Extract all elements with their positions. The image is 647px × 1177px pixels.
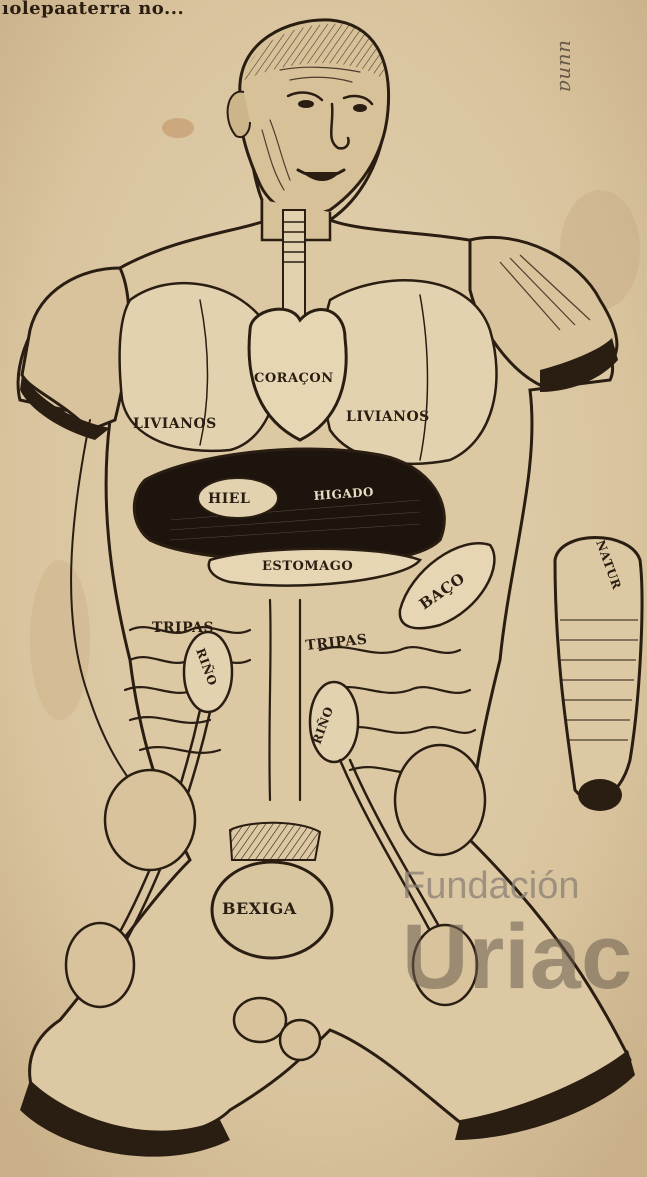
lung-right	[322, 280, 497, 463]
label-livianos-left: LIVIANOS	[133, 416, 217, 432]
margin-note: uuna	[555, 40, 579, 93]
bladder	[212, 823, 332, 958]
watermark-line1: Fundación	[402, 865, 579, 907]
liver	[134, 449, 444, 563]
label-vexiga: BEXIGA	[222, 899, 297, 918]
label-estomago: ESTOMAGO	[262, 559, 353, 574]
watermark-line2: Uriac	[402, 906, 632, 1008]
label-livianos-right: LIVIANOS	[346, 409, 430, 425]
label-tripas-left: TRIPAS	[152, 620, 214, 636]
label-hiel: HIEL	[208, 491, 250, 507]
header-text: ıolepaaterra no...	[2, 0, 184, 19]
label-corazon: CORAÇON	[254, 371, 334, 386]
